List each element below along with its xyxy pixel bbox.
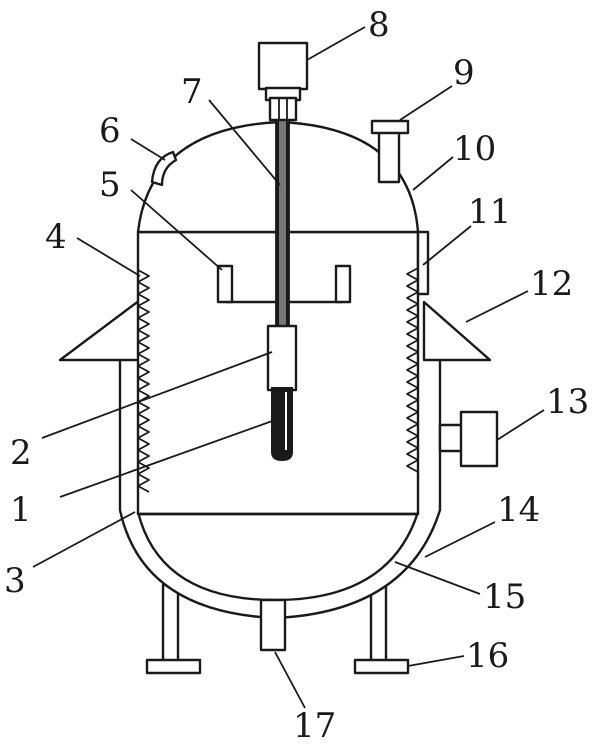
label-2: 2: [10, 433, 32, 473]
conical-flange-right: [422, 300, 492, 362]
label-5: 5: [99, 165, 121, 205]
label-11: 11: [468, 192, 511, 232]
support-legs: [145, 583, 410, 675]
label-13: 13: [546, 382, 589, 422]
probe-sleeve: [266, 324, 298, 392]
sight-port: [150, 150, 178, 187]
conical-flange: [58, 298, 142, 362]
label-3: 3: [4, 561, 26, 601]
label-6: 6: [99, 111, 121, 151]
part-labels: 1 2 3 4 5 6 7 8 9 10 11 12 13 14 15 16 1…: [4, 5, 589, 746]
label-17: 17: [293, 706, 336, 746]
label-8: 8: [368, 5, 390, 45]
label-16: 16: [466, 636, 509, 676]
drive-motor: [257, 41, 309, 122]
side-pump: [438, 410, 499, 468]
drain-pipe: [259, 598, 287, 652]
label-9: 9: [453, 53, 475, 93]
leader-lines: [32, 26, 545, 709]
label-7: 7: [181, 72, 203, 112]
label-1: 1: [10, 490, 32, 530]
label-4: 4: [45, 217, 67, 257]
heating-coil-right: [406, 267, 419, 473]
inlet-pipe: [370, 119, 410, 184]
label-12: 12: [530, 264, 573, 304]
label-10: 10: [453, 129, 496, 169]
temperature-probe: [271, 387, 293, 462]
label-15: 15: [483, 577, 526, 617]
heating-coil-left: [137, 269, 150, 493]
side-port: [416, 230, 430, 296]
label-14: 14: [497, 490, 540, 530]
